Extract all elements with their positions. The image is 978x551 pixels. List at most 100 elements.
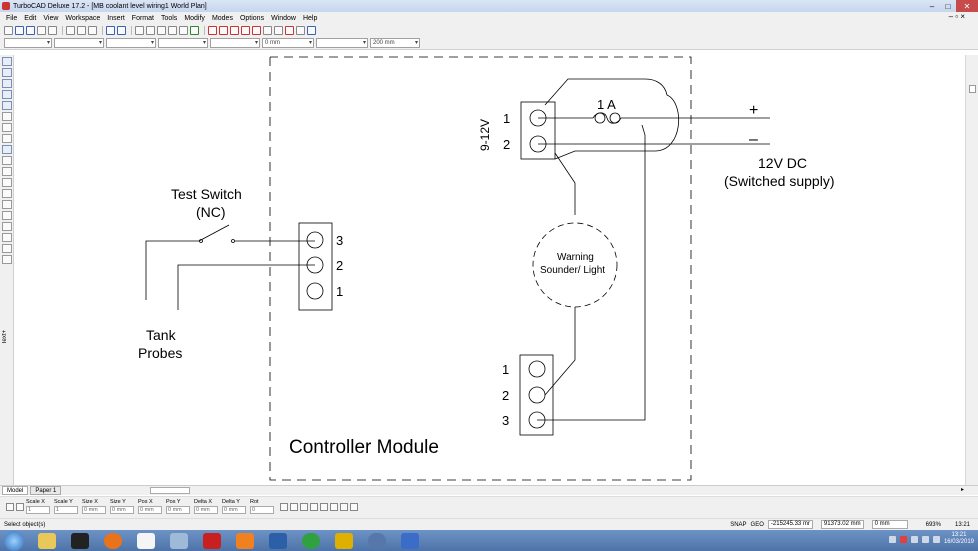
pos-x-field[interactable]: 0 mm <box>138 506 162 514</box>
line-scale-select[interactable] <box>316 38 368 48</box>
print-icon[interactable] <box>37 26 46 35</box>
chrome-icon[interactable] <box>302 532 320 549</box>
menu-edit[interactable]: Edit <box>24 14 37 22</box>
width-select[interactable]: 200 mm <box>370 38 420 48</box>
tab-paper-1[interactable]: Paper 1 <box>30 486 62 495</box>
scrollbar-thumb[interactable] <box>969 85 976 93</box>
render-icon[interactable] <box>190 26 199 35</box>
circle-tool-icon[interactable] <box>2 123 12 132</box>
tray-antivirus-icon[interactable] <box>899 535 907 543</box>
brush-style-select[interactable] <box>158 38 208 48</box>
text-tool-icon[interactable] <box>2 255 12 264</box>
move-icon[interactable] <box>2 79 12 88</box>
curve-icon[interactable] <box>241 26 250 35</box>
grid-tool-icon[interactable] <box>2 145 12 154</box>
z-coordinate-field[interactable]: 0 mm <box>871 520 908 529</box>
fillet-tool-icon[interactable] <box>2 189 12 198</box>
color-select[interactable] <box>54 38 104 48</box>
cut-icon[interactable] <box>66 26 75 35</box>
scale-y-field[interactable]: 1 <box>54 506 78 514</box>
horizontal-scrollbar[interactable] <box>150 487 190 494</box>
finish-icon[interactable] <box>340 503 348 511</box>
menu-file[interactable]: File <box>6 14 18 22</box>
layer-select[interactable] <box>4 38 52 48</box>
menu-tools[interactable]: Tools <box>160 14 178 22</box>
minimize-button[interactable]: – <box>929 1 935 11</box>
undo-icon[interactable] <box>106 26 115 35</box>
paste-icon[interactable] <box>88 26 97 35</box>
network-app-icon[interactable] <box>269 532 287 549</box>
fill-icon[interactable] <box>310 503 318 511</box>
pen-width-select[interactable] <box>210 38 260 48</box>
menu-workspace[interactable]: Workspace <box>65 14 101 22</box>
copy-icon[interactable] <box>77 26 86 35</box>
select-tool-icon[interactable] <box>2 57 12 66</box>
grid-icon[interactable] <box>274 26 283 35</box>
vertical-scrollbar[interactable] <box>965 55 978 485</box>
snap-toggle[interactable]: SNAP <box>730 521 747 528</box>
zoom-in-icon[interactable] <box>135 26 144 35</box>
redo-icon[interactable] <box>117 26 126 35</box>
menu-format[interactable]: Format <box>131 14 154 22</box>
rotation-field[interactable]: 0 <box>250 506 274 514</box>
cross-tool-icon[interactable] <box>2 134 12 143</box>
chamfer-tool-icon[interactable] <box>2 178 12 187</box>
delta-y-field[interactable]: 0 mm <box>222 506 246 514</box>
tray-network-icon[interactable] <box>921 535 929 543</box>
maximize-button[interactable]: □ <box>945 1 951 11</box>
menu-window[interactable]: Window <box>271 14 296 22</box>
spline-tool-icon[interactable] <box>2 244 12 253</box>
document-icon[interactable] <box>137 532 155 549</box>
tray-volume-icon[interactable] <box>932 535 940 543</box>
word-icon[interactable] <box>401 532 419 549</box>
point-tool-icon[interactable] <box>2 112 12 121</box>
rotate-tool-icon[interactable] <box>2 222 12 231</box>
firefox-icon[interactable] <box>104 532 122 549</box>
scroll-right-icon[interactable]: ▸ <box>960 487 964 493</box>
geo-toggle[interactable]: GEO <box>750 521 764 528</box>
dimension-tool-icon[interactable] <box>2 90 12 99</box>
media-player-icon[interactable] <box>236 532 254 549</box>
polyline-icon[interactable] <box>219 26 228 35</box>
close-inspector-icon[interactable] <box>6 503 14 511</box>
trim-tool-icon[interactable] <box>2 200 12 209</box>
layer-icon[interactable] <box>296 26 305 35</box>
corner-icon[interactable] <box>252 26 261 35</box>
menu-insert[interactable]: Insert <box>107 14 125 22</box>
acrobat-icon[interactable] <box>203 532 221 549</box>
mdi-controls[interactable]: – ▫ × <box>948 12 965 21</box>
zoom-extents-icon[interactable] <box>168 26 177 35</box>
y-coordinate-field[interactable]: 91373.02 mm <box>820 520 864 529</box>
open-icon[interactable] <box>15 26 24 35</box>
print-preview-icon[interactable] <box>48 26 57 35</box>
pos-y-field[interactable]: 0 mm <box>166 506 190 514</box>
dimension-icon[interactable] <box>285 26 294 35</box>
reference-point-icon[interactable] <box>290 503 298 511</box>
menu-modify[interactable]: Modify <box>184 14 205 22</box>
line-tool-icon[interactable] <box>2 101 12 110</box>
pan-icon[interactable] <box>179 26 188 35</box>
taskbar-clock[interactable]: 13:21 16/03/2019 <box>944 532 974 546</box>
text-tool-options-icon[interactable] <box>320 503 328 511</box>
turbocad-taskbar-icon[interactable] <box>368 532 386 549</box>
select-edit-icon[interactable] <box>2 68 12 77</box>
delta-x-field[interactable]: 0 mm <box>194 506 218 514</box>
snap-icon[interactable] <box>263 26 272 35</box>
slash-tool-icon[interactable] <box>2 156 12 165</box>
new-icon[interactable] <box>4 26 13 35</box>
scale-x-field[interactable]: 1 <box>26 506 50 514</box>
offset-tool-icon[interactable] <box>2 167 12 176</box>
inspector-menu-icon[interactable] <box>16 503 24 511</box>
tab-model[interactable]: Model <box>2 486 29 495</box>
width-icon[interactable] <box>330 503 338 511</box>
arc-icon[interactable] <box>230 26 239 35</box>
menu-view[interactable]: View <box>43 14 59 22</box>
help-icon[interactable] <box>307 26 316 35</box>
lock-icon[interactable] <box>280 503 288 511</box>
ellipse-tool-icon[interactable] <box>2 233 12 242</box>
tray-arrow-icon[interactable] <box>888 535 896 543</box>
file-explorer-icon[interactable] <box>38 532 56 549</box>
start-button[interactable] <box>4 530 24 551</box>
pen-style-select[interactable] <box>106 38 156 48</box>
drawing-canvas[interactable]: Test Switch (NC) Tank Probes 3 2 1 1 2 9… <box>15 55 965 485</box>
